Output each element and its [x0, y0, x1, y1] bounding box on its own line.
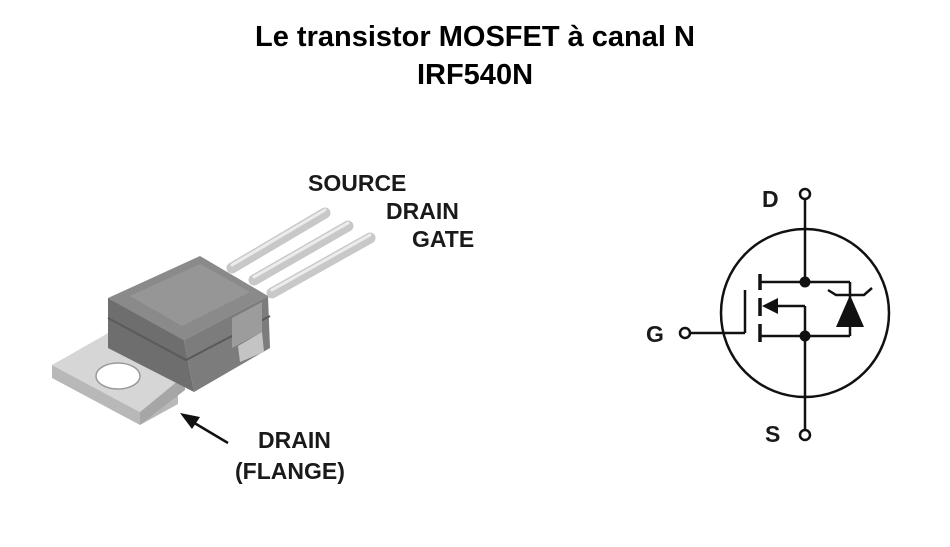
source-terminal [798, 428, 812, 442]
lead-drain [248, 220, 354, 286]
mosfet-symbol: D G S [646, 186, 891, 447]
plastic-body [107, 256, 271, 392]
mounting-hole [95, 362, 141, 390]
body-arrow [762, 298, 778, 314]
label-gate: GATE [412, 226, 474, 252]
drain-terminal [798, 187, 812, 201]
symbol-label-d: D [762, 186, 779, 212]
label-flange-line1: DRAIN [258, 427, 331, 453]
label-drain: DRAIN [386, 198, 459, 224]
package-leads [226, 207, 376, 299]
label-flange-line2: (FLANGE) [235, 458, 345, 484]
label-source: SOURCE [308, 170, 406, 196]
to220-package: SOURCE DRAIN GATE DRAIN (FLANGE) [52, 170, 474, 484]
title-line-2: IRF540N [416, 59, 534, 91]
flange-arrow [180, 413, 229, 445]
lead-source [226, 207, 331, 274]
symbol-label-s: S [765, 421, 780, 447]
symbol-label-g: G [646, 321, 664, 347]
body-diode [805, 280, 873, 338]
lead-gate [266, 232, 376, 299]
drain-flange [52, 332, 185, 425]
title-line-1: Le transistor MOSFET à canal N [255, 21, 695, 53]
gate-terminal [678, 326, 692, 340]
